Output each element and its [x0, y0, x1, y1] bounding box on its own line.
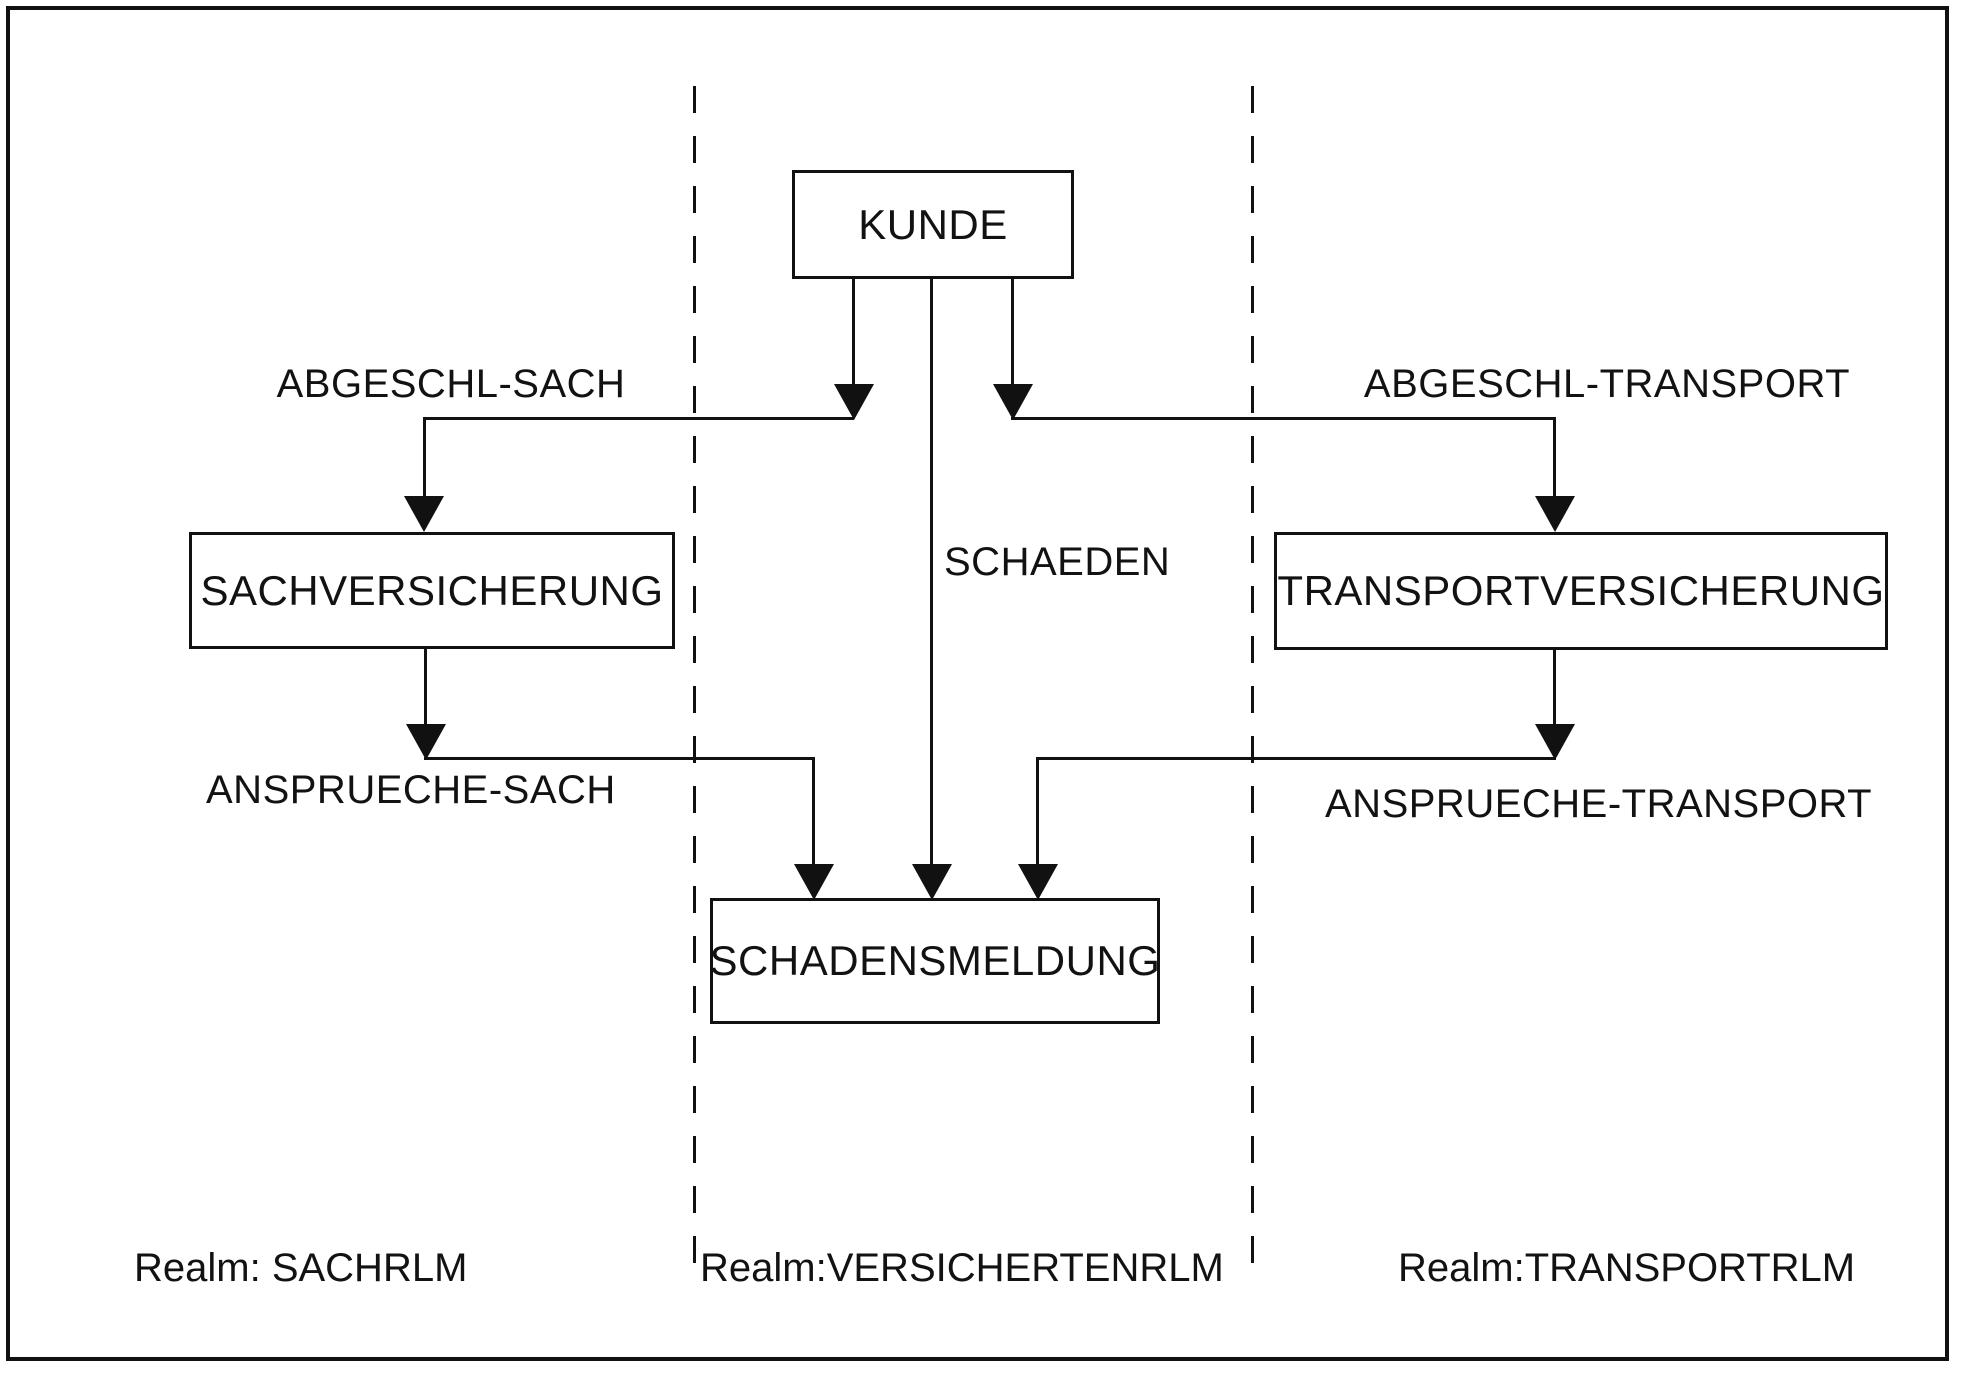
schaeden-line	[930, 277, 933, 864]
realm-label-transportrlm: Realm:TRANSPORTRLM	[1398, 1246, 1856, 1290]
node-kunde-label: KUNDE	[858, 200, 1008, 248]
realm-label-sachrlm: Realm: SACHRLM	[134, 1246, 468, 1290]
ansprueche-sach-end-arrowhead-icon	[794, 864, 834, 900]
abgeschl-sach-mid-arrowhead-icon	[834, 384, 874, 420]
node-schadensmeldung: SCHADENSMELDUNG	[710, 898, 1160, 1024]
ansprueche-transport-descent-line	[1036, 757, 1039, 864]
abgeschl-sach-descent-line	[423, 417, 426, 496]
set-label-abgeschl-transport: ABGESCHL-TRANSPORT	[1363, 362, 1851, 406]
ansprueche-transport-horizontal-line	[1036, 757, 1556, 760]
realm-label-versichertenrlm: Realm:VERSICHERTENRLM	[700, 1246, 1224, 1290]
realm-divider-right-dashed-line	[1251, 86, 1254, 1268]
node-schadensmeldung-label: SCHADENSMELDUNG	[709, 937, 1161, 984]
set-label-ansprueche-transport: ANSPRUECHE-TRANSPORT	[1325, 782, 1873, 826]
node-transportversicherung: TRANSPORTVERSICHERUNG	[1274, 532, 1888, 650]
ansprueche-sach-drop-line	[424, 648, 427, 724]
node-sachversicherung-label: SACHVERSICHERUNG	[200, 566, 664, 614]
abgeschl-transport-descent-line	[1553, 417, 1556, 496]
ansprueche-transport-mid-arrowhead-icon	[1535, 724, 1575, 760]
ansprueche-sach-descent-line	[812, 757, 815, 864]
abgeschl-transport-mid-arrowhead-icon	[993, 384, 1033, 420]
node-kunde: KUNDE	[792, 170, 1074, 279]
abgeschl-transport-end-arrowhead-icon	[1535, 496, 1575, 532]
abgeschl-sach-drop-line	[852, 277, 855, 384]
abgeschl-transport-drop-line	[1011, 277, 1014, 384]
abgeschl-sach-horizontal-line	[423, 417, 854, 420]
schaeden-arrowhead-icon	[912, 864, 952, 900]
ansprueche-transport-drop-line	[1553, 650, 1556, 724]
ansprueche-sach-mid-arrowhead-icon	[406, 724, 446, 760]
node-transportversicherung-label: TRANSPORTVERSICHERUNG	[1277, 567, 1885, 614]
ansprueche-transport-end-arrowhead-icon	[1018, 864, 1058, 900]
node-sachversicherung: SACHVERSICHERUNG	[189, 532, 675, 649]
abgeschl-sach-end-arrowhead-icon	[404, 496, 444, 532]
set-label-ansprueche-sach: ANSPRUECHE-SACH	[206, 768, 616, 812]
ansprueche-sach-horizontal-line	[424, 757, 815, 760]
set-label-schaeden: SCHAEDEN	[944, 540, 1171, 584]
abgeschl-transport-horizontal-line	[1011, 417, 1556, 420]
outer-border	[6, 6, 1949, 1361]
set-label-abgeschl-sach: ABGESCHL-SACH	[276, 362, 626, 406]
realm-divider-left-dashed-line	[693, 86, 696, 1268]
